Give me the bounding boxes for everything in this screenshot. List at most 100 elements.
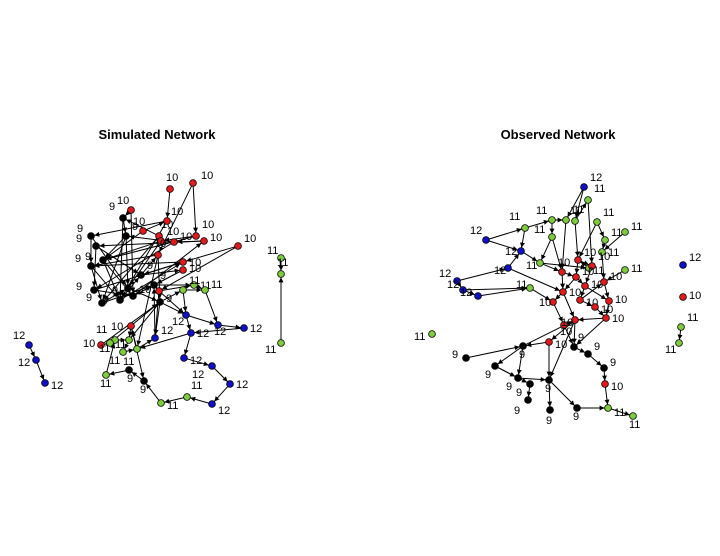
simulated-node-label: 9 — [76, 281, 82, 293]
observed-node-grade-10 — [600, 278, 608, 286]
simulated-edge — [92, 268, 119, 298]
observed-node-grade-9 — [570, 343, 578, 351]
simulated-edge — [106, 343, 116, 372]
simulated-node-label: 12 — [51, 380, 63, 392]
simulated-edge — [161, 247, 236, 290]
simulated-node-grade-9 — [124, 284, 132, 292]
observed-node-label: 9 — [514, 405, 520, 417]
observed-node-label: 10 — [555, 339, 567, 351]
simulated-node-grade-12 — [208, 400, 216, 408]
observed-edge — [580, 289, 586, 297]
observed-edge — [547, 383, 553, 407]
simulated-node-label: 9 — [147, 260, 153, 272]
observed-node-grade-9 — [546, 406, 554, 414]
observed-node-label: 12 — [470, 225, 482, 237]
observed-edge — [604, 304, 610, 315]
observed-node-label: 11 — [631, 221, 642, 233]
simulated-edge — [192, 186, 199, 233]
observed-node-label: 11 — [593, 265, 604, 277]
observed-node-grade-12 — [580, 183, 588, 191]
simulated-edge — [122, 221, 128, 233]
observed-edge — [563, 294, 575, 318]
simulated-edge — [102, 239, 126, 300]
observed-node-grade-12 — [453, 277, 461, 285]
observed-edge — [597, 309, 604, 316]
simulated-edge — [103, 262, 120, 298]
observed-node-grade-12 — [474, 292, 482, 300]
simulated-node-grade-12 — [151, 334, 159, 342]
observed-edge — [540, 239, 552, 261]
observed-edge — [564, 327, 574, 345]
observed-node-label: 12 — [590, 172, 602, 184]
simulated-node-label: 9 — [85, 251, 91, 263]
observed-edge — [560, 275, 566, 289]
observed-edge — [597, 224, 605, 238]
observed-node-label: 12 — [689, 252, 701, 264]
simulated-edge — [142, 257, 157, 273]
simulated-node-label: 9 — [127, 373, 133, 385]
simulated-node-grade-10 — [192, 232, 200, 240]
simulated-edge — [145, 221, 165, 231]
simulated-edge — [145, 383, 160, 401]
observed-node-label: 11 — [536, 205, 547, 217]
observed-node-grade-11 — [571, 217, 579, 225]
observed-edge — [552, 240, 563, 269]
observed-node-label: 10 — [598, 251, 610, 263]
simulated-edge — [126, 348, 134, 354]
simulated-edge — [135, 271, 181, 295]
observed-edge — [497, 367, 516, 377]
simulated-node-grade-9 — [116, 296, 124, 304]
simulated-node-label: 11 — [191, 380, 202, 392]
observed-edge — [587, 287, 607, 300]
observed-edge — [600, 255, 606, 279]
simulated-node-label: 12 — [161, 325, 173, 337]
observed-node-label: 11 — [570, 205, 581, 217]
observed-node-label: 11 — [665, 344, 676, 356]
simulated-edge — [104, 238, 125, 258]
observed-edge — [582, 300, 593, 307]
observed-edge — [590, 355, 602, 367]
simulated-node-label: 9 — [166, 293, 172, 305]
observed-node-grade-11 — [584, 196, 592, 204]
observed-edge — [542, 263, 560, 272]
observed-edge — [604, 233, 623, 251]
observed-edge — [465, 290, 476, 296]
observed-node-label: 10 — [612, 313, 624, 325]
observed-node-grade-11 — [521, 224, 529, 232]
simulated-node-label: 11 — [115, 339, 126, 351]
observed-node-label: 9 — [506, 381, 512, 393]
simulated-edge — [129, 243, 160, 286]
observed-edge — [587, 203, 594, 263]
observed-edge — [489, 228, 522, 240]
simulated-node-label: 10 — [189, 257, 201, 269]
observed-node-label: 10 — [561, 317, 573, 329]
simulated-node-grade-10 — [189, 179, 197, 187]
simulated-edge — [135, 242, 202, 295]
simulated-edge — [140, 333, 188, 350]
observed-node-label: 10 — [610, 271, 622, 283]
observed-node-grade-11 — [604, 404, 612, 412]
observed-edge — [601, 371, 607, 381]
simulated-node-grade-12 — [214, 321, 222, 329]
observed-edge — [571, 323, 577, 344]
observed-node-grade-9 — [573, 404, 581, 412]
simulated-node-grade-11 — [277, 270, 285, 278]
observed-node-label: 12 — [460, 287, 472, 299]
observed-network-title: Observed Network — [501, 127, 617, 142]
simulated-node-grade-11 — [125, 336, 133, 344]
observed-node-grade-9 — [519, 342, 527, 350]
simulated-edge — [165, 192, 171, 218]
simulated-edge — [127, 329, 133, 337]
simulated-node-label: 9 — [86, 292, 92, 304]
simulated-node-grade-10 — [127, 206, 135, 214]
observed-node-label: 12 — [447, 279, 459, 291]
simulated-node-grade-9 — [92, 242, 100, 250]
simulated-node-grade-11 — [179, 286, 187, 294]
observed-node-label: 9 — [594, 341, 600, 353]
observed-edge — [551, 382, 575, 406]
simulated-edge — [91, 269, 103, 300]
simulated-node-grade-11 — [102, 371, 110, 379]
simulated-node-grade-9 — [150, 281, 158, 289]
